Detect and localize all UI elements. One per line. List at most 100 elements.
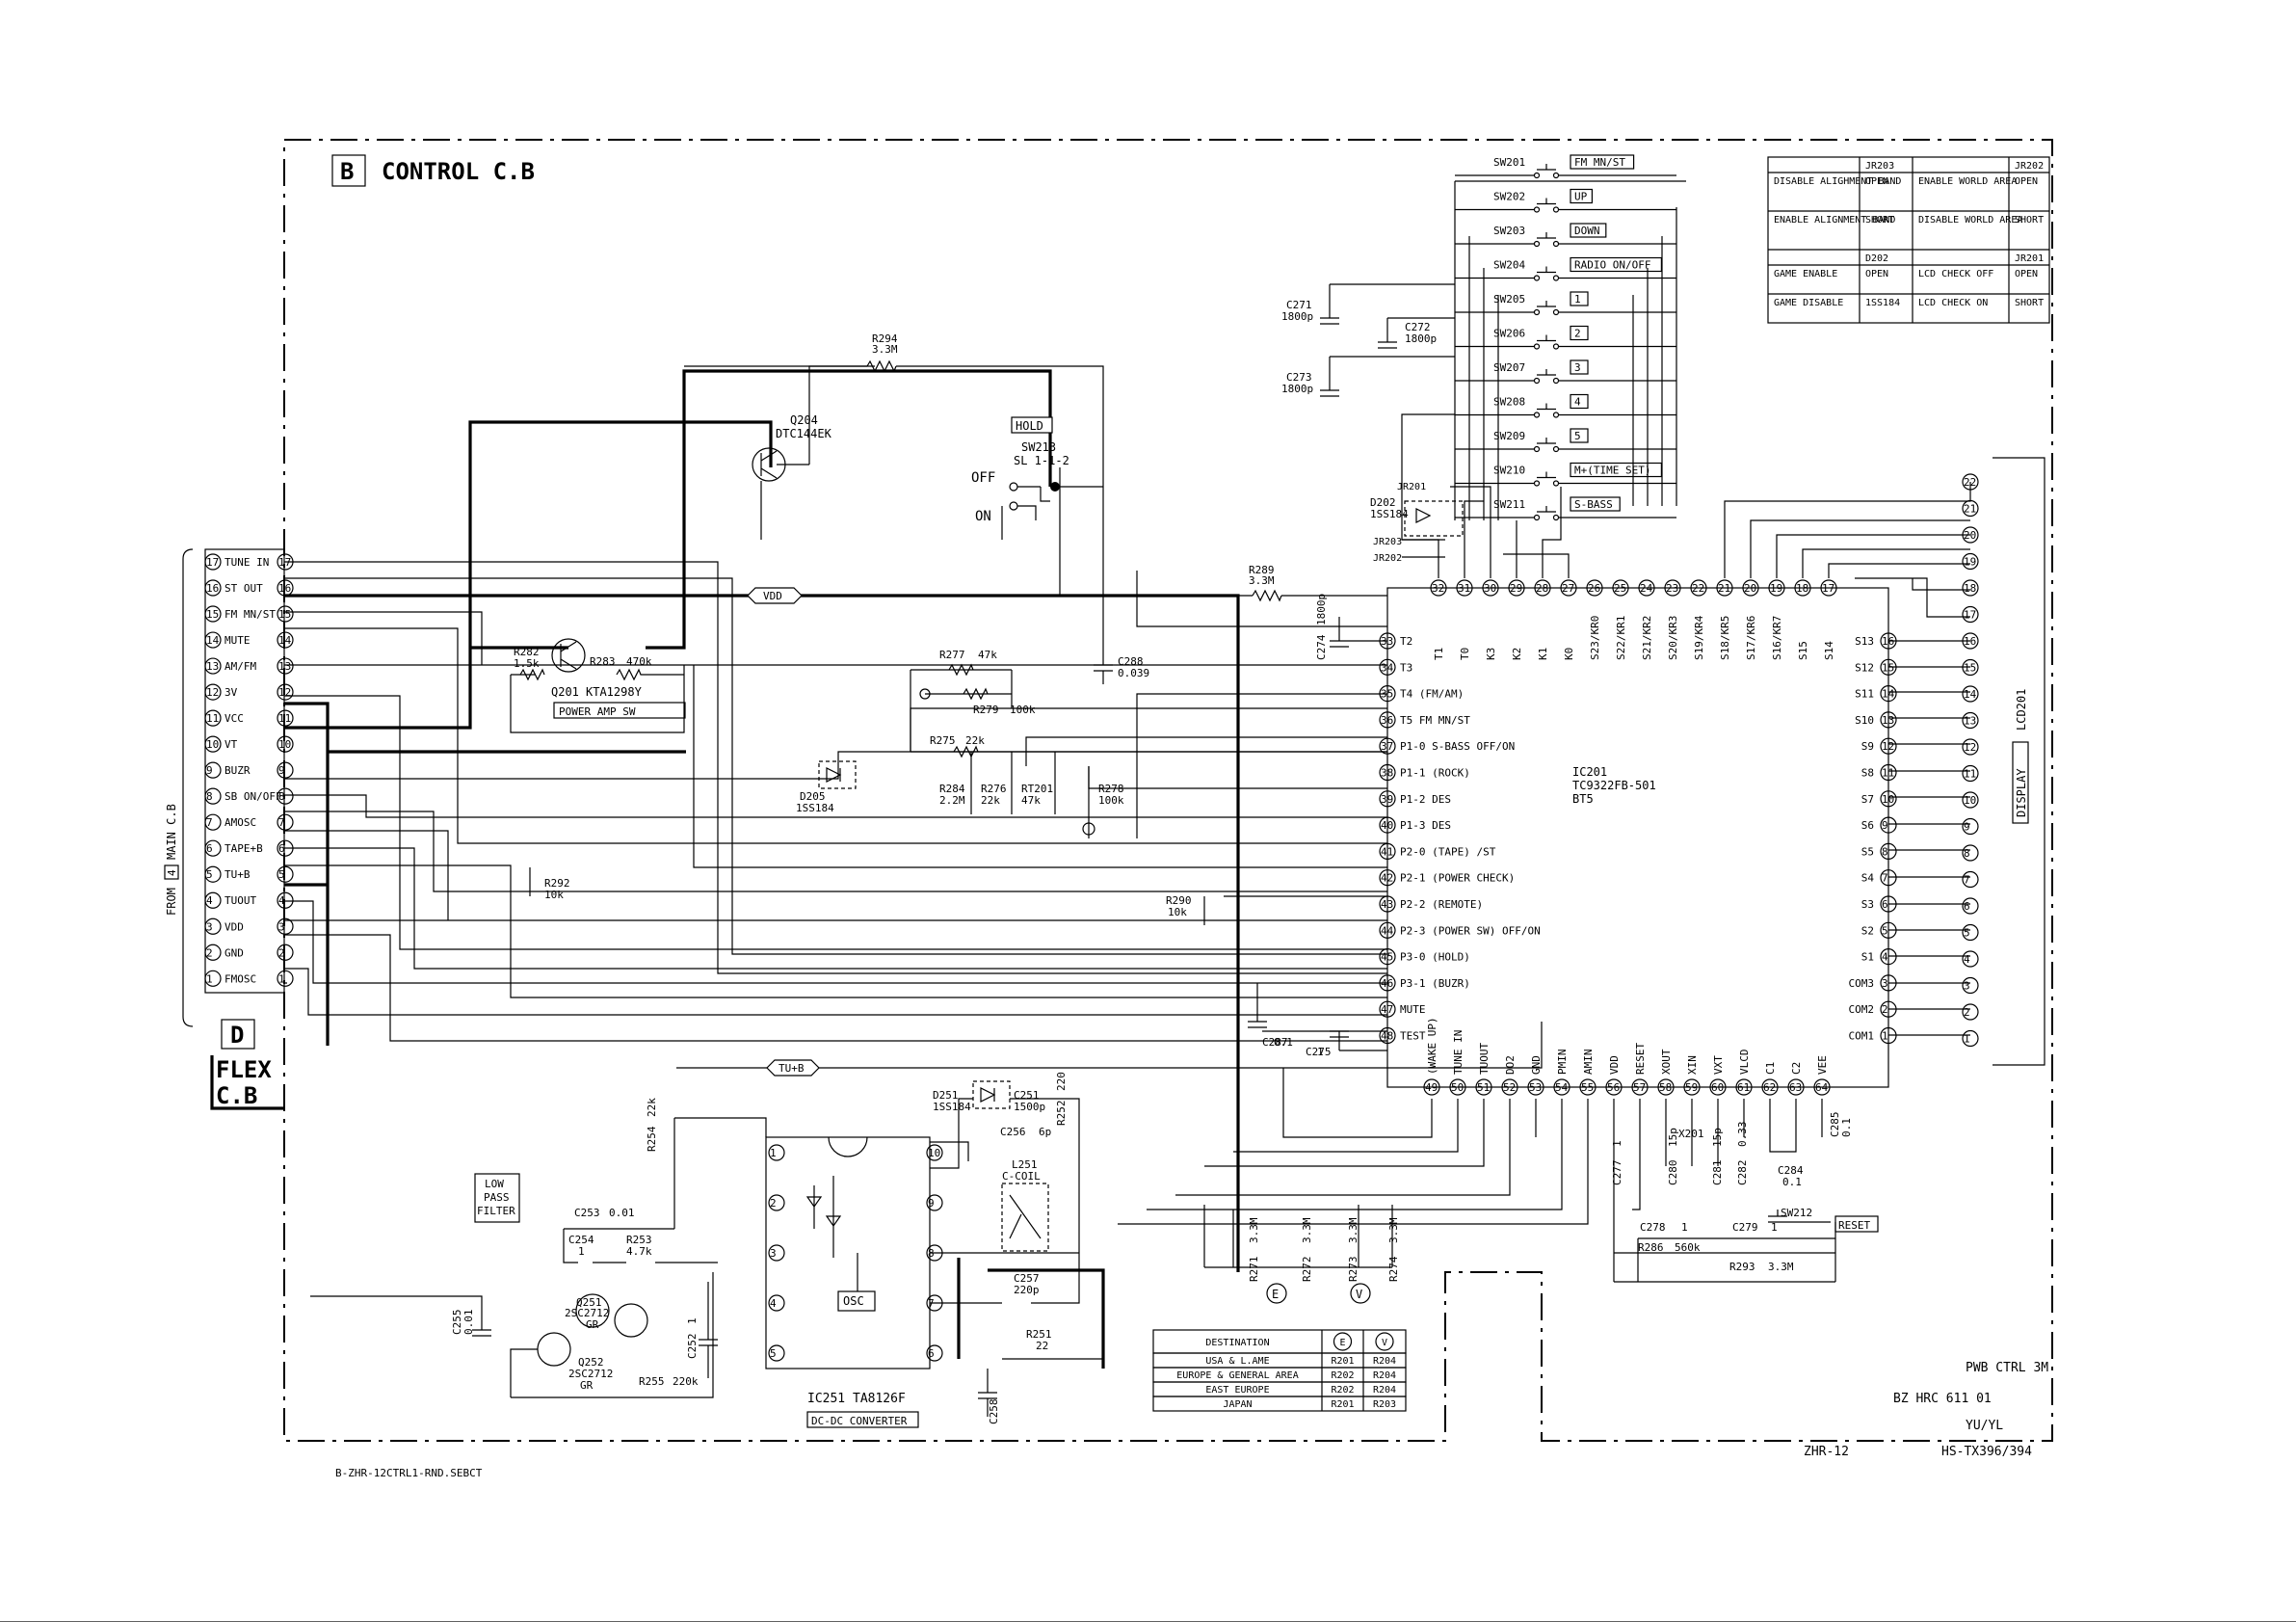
svg-text:4: 4	[1882, 951, 1888, 964]
svg-text:R286: R286	[1638, 1241, 1664, 1254]
lcd-pin-19: 19	[1962, 552, 1979, 571]
flex-pin-left-3: 3	[204, 917, 222, 935]
svg-text:4.7k: 4.7k	[626, 1245, 652, 1258]
svg-text:0.1: 0.1	[1840, 1118, 1853, 1137]
svg-text:1: 1	[1317, 1046, 1324, 1058]
svg-text:R290: R290	[1166, 894, 1192, 907]
svg-text:1SS184: 1SS184	[796, 802, 834, 814]
svg-text:9: 9	[1964, 821, 1970, 834]
svg-text:C285: C285	[1829, 1112, 1841, 1138]
svg-text:32: 32	[1432, 582, 1444, 595]
svg-text:2SC2712: 2SC2712	[565, 1307, 609, 1319]
r289-resistor: R289 3.3M	[1243, 564, 1387, 602]
flex-pin-right-1: 1	[277, 970, 294, 987]
svg-text:8: 8	[278, 790, 285, 803]
switch-label: RADIO ON/OFF	[1574, 259, 1650, 272]
ic201-pin-circle: 8	[1880, 842, 1897, 861]
ic201-pin-label: VDD	[1608, 1055, 1621, 1075]
ic201-pin-label: S2	[1861, 924, 1874, 937]
svg-text:21: 21	[1964, 503, 1976, 516]
destination-cell: JAPAN	[1223, 1399, 1252, 1410]
svg-text:Q251: Q251	[576, 1296, 602, 1309]
switch-ref: SW201	[1493, 156, 1525, 169]
svg-text:4: 4	[206, 894, 213, 907]
ic201-pin-label: S15	[1797, 641, 1809, 660]
svg-text:23: 23	[1666, 582, 1678, 595]
svg-text:TU+B: TU+B	[779, 1062, 805, 1075]
switch-ref: SW210	[1493, 465, 1525, 477]
switch-ref: SW207	[1493, 361, 1525, 374]
svg-text:53: 53	[1529, 1081, 1542, 1094]
lcd-pin-5: 5	[1962, 923, 1979, 942]
svg-text:R289: R289	[1249, 564, 1275, 576]
svg-text:36: 36	[1381, 714, 1393, 727]
svg-text:41: 41	[1381, 845, 1393, 858]
ic201-pin-circle: 7	[1880, 869, 1897, 887]
destination-cell: EAST EUROPE	[1205, 1385, 1269, 1396]
lcd-ref: LCD201	[2015, 689, 2028, 731]
ic251-pin-4: 4	[768, 1294, 785, 1312]
ic201-pin-circle: 30	[1482, 579, 1499, 597]
svg-text:SL 1-1-2: SL 1-1-2	[1014, 454, 1069, 467]
svg-text:1SS184: 1SS184	[933, 1101, 971, 1113]
svg-text:6: 6	[928, 1347, 935, 1360]
flex-pin-label: GND	[224, 946, 244, 959]
footer-model-left: ZHR-12	[1804, 1445, 1849, 1459]
svg-text:49: 49	[1425, 1081, 1438, 1094]
svg-text:8: 8	[1882, 845, 1888, 858]
switch-ref: SW208	[1493, 396, 1525, 409]
svg-text:3: 3	[206, 920, 213, 933]
svg-text:470k: 470k	[626, 655, 652, 668]
svg-text:3: 3	[278, 920, 285, 933]
svg-text:R251: R251	[1026, 1328, 1052, 1341]
svg-text:1800p: 1800p	[1405, 332, 1437, 345]
ic201-pin-label: C1	[1764, 1062, 1777, 1075]
lcd-pin-8: 8	[1962, 844, 1979, 862]
flex-pin-left-2: 2	[204, 944, 222, 961]
ic201-pin-circle: 21	[1716, 579, 1733, 597]
svg-text:6: 6	[1964, 900, 1970, 913]
ic201-pin-label: P2-2 (REMOTE)	[1400, 898, 1483, 911]
destination-cell: R204	[1373, 1370, 1396, 1381]
switch-ref: SW206	[1493, 328, 1525, 340]
svg-text:5: 5	[278, 868, 285, 881]
svg-text:25: 25	[1614, 582, 1626, 595]
svg-text:RT201: RT201	[1021, 783, 1053, 795]
svg-text:Q201: Q201	[551, 685, 579, 699]
flex-pin-left-7: 7	[204, 813, 222, 831]
svg-text:0.039: 0.039	[1118, 667, 1149, 679]
svg-text:15: 15	[278, 608, 291, 621]
svg-text:3.3M: 3.3M	[1301, 1217, 1313, 1243]
ic201-pin-label: TEST	[1400, 1030, 1426, 1043]
ic201-pin-label: S22/KR1	[1615, 616, 1627, 660]
svg-text:GR: GR	[580, 1379, 594, 1392]
svg-text:FILTER: FILTER	[477, 1205, 515, 1217]
c288-capacitor: C288 0.039	[1094, 655, 1149, 684]
svg-text:4: 4	[1964, 953, 1970, 966]
c271-c274: C271 1800p C272 1800p C273 1800p C274 18…	[1281, 283, 1455, 660]
ic201-pin-49: 49(WAKE UP)	[1423, 1017, 1440, 1096]
svg-text:220k: 220k	[673, 1375, 699, 1388]
power-line-q201	[470, 369, 1052, 650]
ic201-pin-label: K0	[1563, 648, 1575, 660]
svg-text:LOW: LOW	[485, 1178, 504, 1190]
ic201-pin-circle: 23	[1664, 579, 1681, 597]
ic201-pin-circle: 56	[1605, 1078, 1623, 1096]
svg-text:64: 64	[1815, 1081, 1829, 1094]
flex-pin-left-16: 16	[204, 579, 222, 597]
ic201-pin-label: S6	[1861, 819, 1874, 832]
svg-text:560k: 560k	[1675, 1241, 1701, 1254]
svg-text:17: 17	[1822, 582, 1834, 595]
